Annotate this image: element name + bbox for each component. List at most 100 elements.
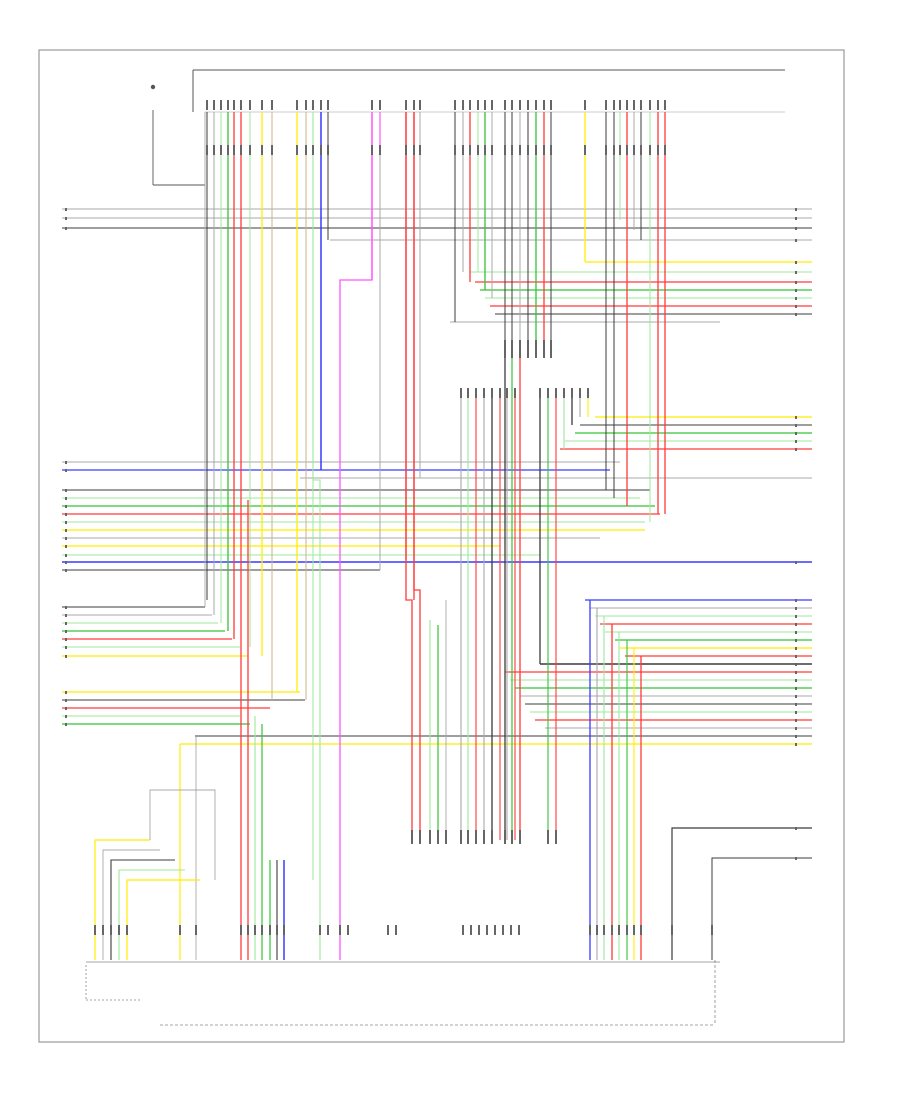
diagram-frame bbox=[38, 49, 845, 1043]
lower-mid-pin-2 bbox=[429, 830, 431, 844]
top-pin-lower-39 bbox=[649, 145, 651, 155]
bottom-pin-1 bbox=[102, 925, 104, 935]
mid2-pin-5 bbox=[499, 388, 501, 398]
mid3-pin-6 bbox=[587, 388, 589, 398]
mid3-pin-0 bbox=[539, 388, 541, 398]
top-pin-lower-21 bbox=[469, 145, 471, 155]
top-pin-40 bbox=[657, 100, 659, 110]
right-stub-26 bbox=[795, 671, 797, 674]
top-pin-lower-29 bbox=[535, 145, 537, 155]
right-stub-19 bbox=[795, 615, 797, 618]
lower-mid-pin-5 bbox=[460, 830, 462, 844]
right-stub-4 bbox=[795, 261, 797, 264]
lower-mid-pin-10 bbox=[504, 830, 506, 844]
right-stub-29 bbox=[795, 695, 797, 698]
top-pin-lower-33 bbox=[605, 145, 607, 155]
right-stub-2 bbox=[795, 227, 797, 230]
top-pin-6 bbox=[249, 100, 251, 110]
mid-pin-3 bbox=[527, 340, 529, 358]
top-pin-lower-13 bbox=[327, 145, 329, 155]
left-component bbox=[150, 84, 205, 186]
wire-route-4 bbox=[413, 112, 421, 840]
right-stub-34 bbox=[795, 735, 797, 738]
bottom-pin-21 bbox=[470, 925, 472, 935]
right-stub-13 bbox=[795, 432, 797, 435]
top-pin-lower-5 bbox=[240, 145, 242, 155]
top-pin-lower-38 bbox=[640, 145, 642, 155]
top-pin-lower-24 bbox=[491, 145, 493, 155]
top-pin-17 bbox=[413, 100, 415, 110]
lower-mid-pin-13 bbox=[547, 830, 549, 844]
mid-pin-4 bbox=[535, 340, 537, 358]
top-pin-lower-11 bbox=[312, 145, 314, 155]
bottom-component bbox=[86, 960, 720, 1026]
left-stub-24 bbox=[65, 699, 67, 702]
top-pin-3 bbox=[227, 100, 229, 110]
bottom-pin-9 bbox=[254, 925, 256, 935]
left-stub-11 bbox=[65, 537, 67, 540]
top-pin-20 bbox=[462, 100, 464, 110]
top-pin-1 bbox=[213, 100, 215, 110]
top-pin-9 bbox=[296, 100, 298, 110]
left-stub-18 bbox=[65, 622, 67, 625]
top-pin-lower-34 bbox=[613, 145, 615, 155]
bottom-pin-17 bbox=[347, 925, 349, 935]
top-pin-10 bbox=[305, 100, 307, 110]
right-stub-32 bbox=[795, 719, 797, 722]
top-pin-lower-3 bbox=[227, 145, 229, 155]
top-pin-lower-1 bbox=[213, 145, 215, 155]
bottom-pin-11 bbox=[269, 925, 271, 935]
bottom-pin-27 bbox=[518, 925, 520, 935]
top-pin-lower-26 bbox=[511, 145, 513, 155]
right-stub-22 bbox=[795, 639, 797, 642]
top-pin-lower-27 bbox=[519, 145, 521, 155]
lower-mid-pin-9 bbox=[491, 830, 493, 844]
lower-mid-pin-0 bbox=[411, 830, 413, 844]
top-pin-lower-18 bbox=[419, 145, 421, 155]
left-stub-9 bbox=[65, 521, 67, 524]
lower-mid-pin-7 bbox=[475, 830, 477, 844]
bottom-pin-3 bbox=[118, 925, 120, 935]
wire-route-1 bbox=[312, 112, 321, 960]
bl-wire-4 bbox=[118, 869, 185, 960]
top-pin-lower-36 bbox=[626, 145, 628, 155]
left-stub-15 bbox=[65, 569, 67, 572]
bottom-pin-2 bbox=[110, 925, 112, 935]
lower-mid-pin-1 bbox=[419, 830, 421, 844]
left-stub-4 bbox=[65, 469, 67, 472]
top-pin-lower-17 bbox=[413, 145, 415, 155]
left-stub-17 bbox=[65, 614, 67, 617]
bottom-pin-26 bbox=[510, 925, 512, 935]
left-stub-22 bbox=[65, 655, 67, 658]
top-pin-lower-15 bbox=[379, 145, 381, 155]
bottom-pin-4 bbox=[126, 925, 128, 935]
top-pin-24 bbox=[491, 100, 493, 110]
right-stub-24 bbox=[795, 655, 797, 658]
mid2-pin-1 bbox=[467, 388, 469, 398]
top-pin-22 bbox=[477, 100, 479, 110]
right-stub-0 bbox=[795, 208, 797, 211]
bottom-pin-20 bbox=[462, 925, 464, 935]
top-pin-lower-22 bbox=[477, 145, 479, 155]
top-pin-2 bbox=[220, 100, 222, 110]
bottom-pin-16 bbox=[339, 925, 341, 935]
right-stub-14 bbox=[795, 440, 797, 443]
top-pin-27 bbox=[519, 100, 521, 110]
wire-route-3 bbox=[405, 112, 413, 840]
bottom-pin-15 bbox=[327, 925, 329, 935]
right-stub-33 bbox=[795, 727, 797, 730]
left-stub-0 bbox=[65, 208, 67, 211]
lower-mid-pin-3 bbox=[437, 830, 439, 844]
left-stub-3 bbox=[65, 461, 67, 464]
top-pin-29 bbox=[535, 100, 537, 110]
bl-wire-5 bbox=[126, 879, 200, 960]
bottom-pin-30 bbox=[603, 925, 605, 935]
bottom-pin-13 bbox=[283, 925, 285, 935]
top-pin-lower-4 bbox=[233, 145, 235, 155]
left-stub-7 bbox=[65, 505, 67, 508]
left-stub-2 bbox=[65, 227, 67, 230]
top-pin-37 bbox=[633, 100, 635, 110]
bottom-pin-37 bbox=[711, 925, 713, 935]
right-stub-1 bbox=[795, 217, 797, 220]
